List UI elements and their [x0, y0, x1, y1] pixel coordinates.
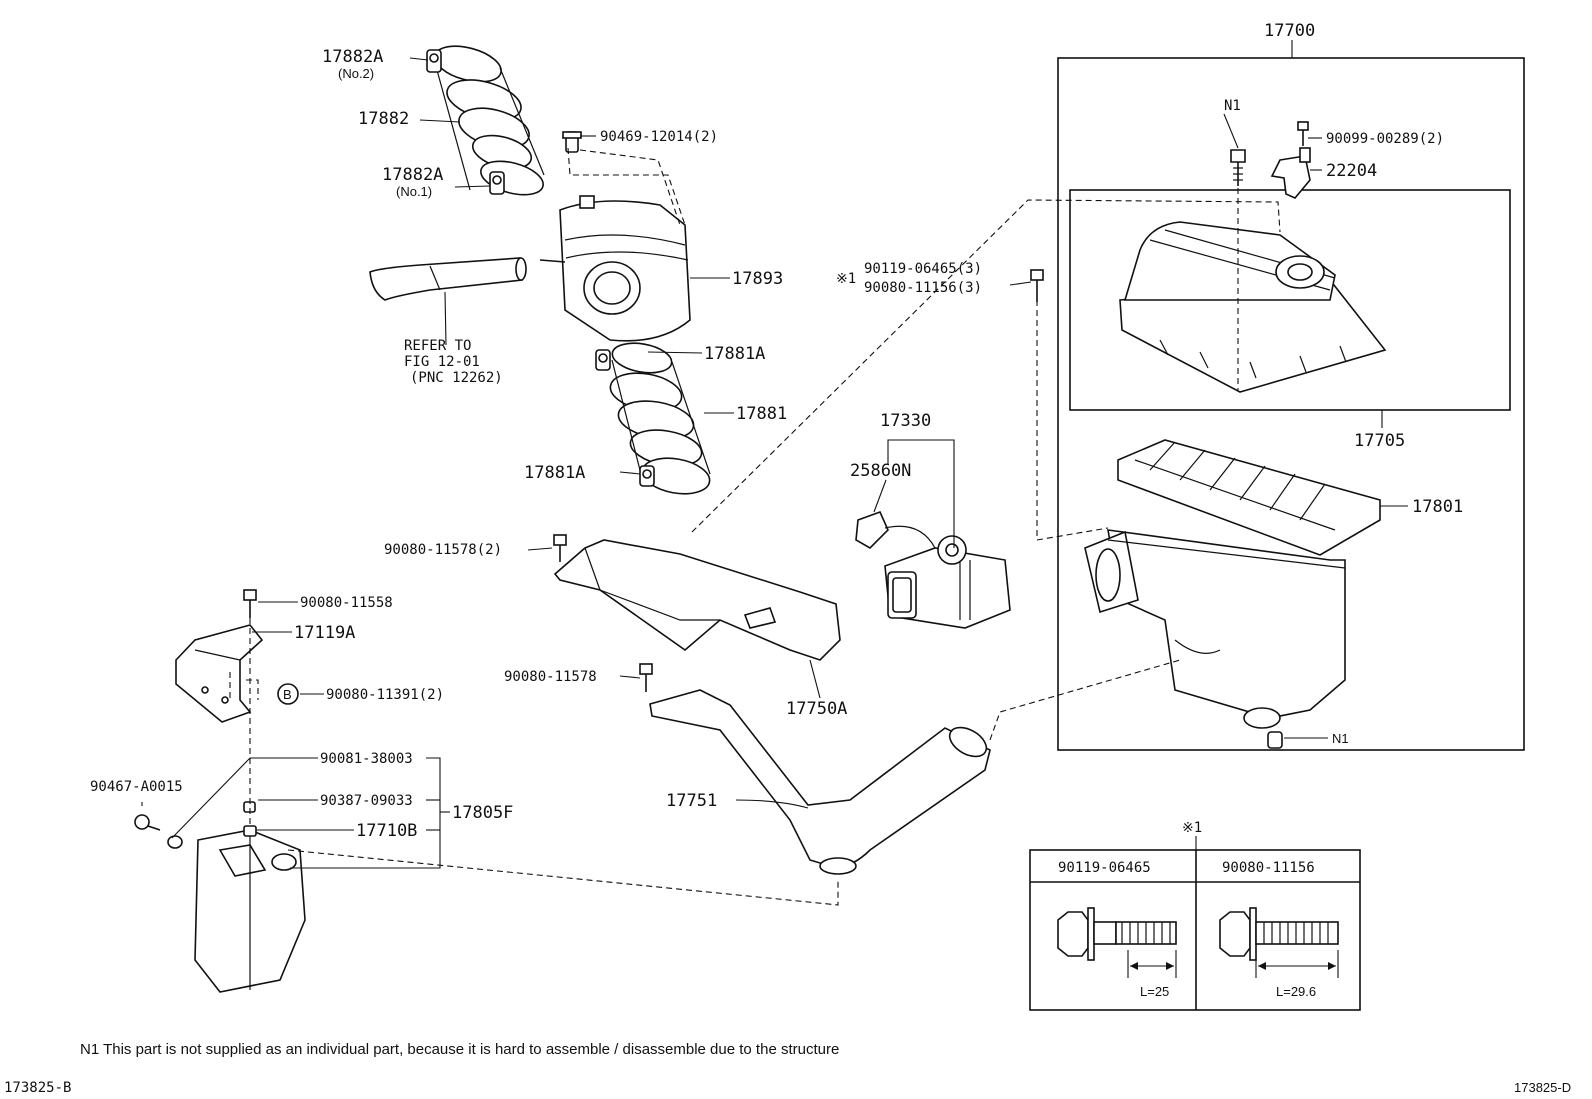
label-17330: 17330 — [880, 411, 931, 431]
label-17751: 17751 — [666, 791, 717, 811]
assembly-frame-17700 — [1057, 57, 1525, 751]
figure-id-right: 173825-D — [1514, 1080, 1571, 1095]
duct-17750A — [553, 539, 841, 661]
label-90099-00289: 90099-00289(2) — [1326, 131, 1444, 147]
label-refer-pnc: (PNC 12262) — [410, 370, 503, 386]
air-cleaner-case — [1084, 529, 1346, 729]
detail-col-90119-06465: 90119-06465 — [1058, 860, 1151, 876]
resonator-17805F — [194, 829, 306, 993]
label-17882A-no1: 17882A — [382, 165, 443, 185]
air-cleaner-cap — [1119, 221, 1387, 393]
label-refer-to: REFER TO — [404, 338, 471, 354]
bolt-drawing-90080-11156 — [1219, 907, 1339, 978]
hose-fig-12-01 — [369, 257, 527, 301]
label-90387-09033: 90387-09033 — [320, 793, 413, 809]
screw-90099 — [1297, 121, 1309, 146]
label-17700: 17700 — [1264, 21, 1315, 41]
clamp-17881A-bottom — [639, 465, 655, 487]
label-17882A-no1-sub: (No.1) — [396, 184, 432, 199]
assembly-dashed-lines — [229, 147, 1281, 906]
clip-90469 — [562, 131, 582, 153]
label-n1-bottom: N1 — [1332, 731, 1349, 746]
label-17882A-no2-sub: (No.2) — [338, 66, 374, 81]
airflow-meter-17330 — [884, 535, 1011, 629]
label-n1-top: N1 — [1224, 98, 1241, 114]
label-17801: 17801 — [1412, 497, 1463, 517]
sensor-25860N — [855, 510, 936, 549]
label-17881: 17881 — [736, 404, 787, 424]
bolt-drawing-90119-06465 — [1057, 907, 1177, 978]
figure-id-left: 173825-B — [4, 1080, 71, 1096]
detail-length-l29-6: L=29.6 — [1276, 984, 1316, 999]
hose-17882 — [431, 45, 545, 196]
label-17881A-top: 17881A — [704, 344, 765, 364]
detail-length-l25: L=25 — [1140, 984, 1169, 999]
label-90467-A0015: 90467-A0015 — [90, 779, 183, 795]
resonator-17893 — [539, 195, 691, 342]
label-17705: 17705 — [1354, 431, 1405, 451]
clamp-17882A-no1 — [489, 171, 505, 195]
label-17710B: 17710B — [356, 821, 417, 841]
bolt-90080-11578-2 — [553, 534, 567, 562]
air-filter-17801 — [1117, 439, 1381, 556]
label-17881A-bottom: 17881A — [524, 463, 585, 483]
clip-90467 — [134, 814, 161, 831]
label-17750A: 17750A — [786, 699, 847, 719]
label-17882A-no2: 17882A — [322, 47, 383, 67]
detail-col-90080-11156: 90080-11156 — [1222, 860, 1315, 876]
label-mark-x1: ※1 — [836, 271, 856, 287]
label-17893: 17893 — [732, 269, 783, 289]
label-circle-b: B — [283, 687, 292, 702]
label-22204: 22204 — [1326, 161, 1377, 181]
label-90080-11578: 90080-11578 — [504, 669, 597, 685]
bolt-detail-table: ※1 90119-06465 90080-11156 L=25 — [1029, 820, 1361, 1011]
grommet-n1-bottom — [1267, 731, 1283, 749]
label-90080-11391: 90080-11391(2) — [326, 687, 444, 703]
circle-b-marker — [277, 683, 299, 705]
label-90080-11558: 90080-11558 — [300, 595, 393, 611]
bolt-90119-90080-x1 — [1030, 269, 1044, 302]
collar-17710B — [243, 825, 257, 837]
bracket-17119A — [175, 624, 264, 723]
bolt-90080-11558 — [243, 589, 257, 618]
hose-17881 — [609, 342, 711, 495]
bolt-90080-11578 — [639, 663, 653, 692]
label-90119-06465-3: 90119-06465(3) — [864, 261, 982, 277]
leader-lines — [141, 57, 1408, 869]
label-90469-12014: 90469-12014(2) — [600, 129, 718, 145]
duct-17751 — [649, 689, 991, 875]
label-25860N: 25860N — [850, 461, 911, 481]
label-90080-11156-3: 90080-11156(3) — [864, 280, 982, 296]
sensor-22204 — [1270, 147, 1311, 199]
label-90081-38003: 90081-38003 — [320, 751, 413, 767]
label-17119A: 17119A — [294, 623, 355, 643]
grommet-90081 — [167, 835, 183, 849]
label-17805F: 17805F — [452, 803, 513, 823]
label-90080-11578-2: 90080-11578(2) — [384, 542, 502, 558]
clamp-17881A-top — [595, 349, 611, 371]
label-17882: 17882 — [358, 109, 409, 129]
label-refer-fig: FIG 12-01 — [404, 354, 480, 370]
footnote-n1: N1 This part is not supplied as an indiv… — [80, 1041, 839, 1058]
clamp-17882A-no2 — [426, 49, 442, 73]
screw-n1-top — [1230, 149, 1246, 186]
detail-table-mark: ※1 — [1182, 820, 1202, 836]
